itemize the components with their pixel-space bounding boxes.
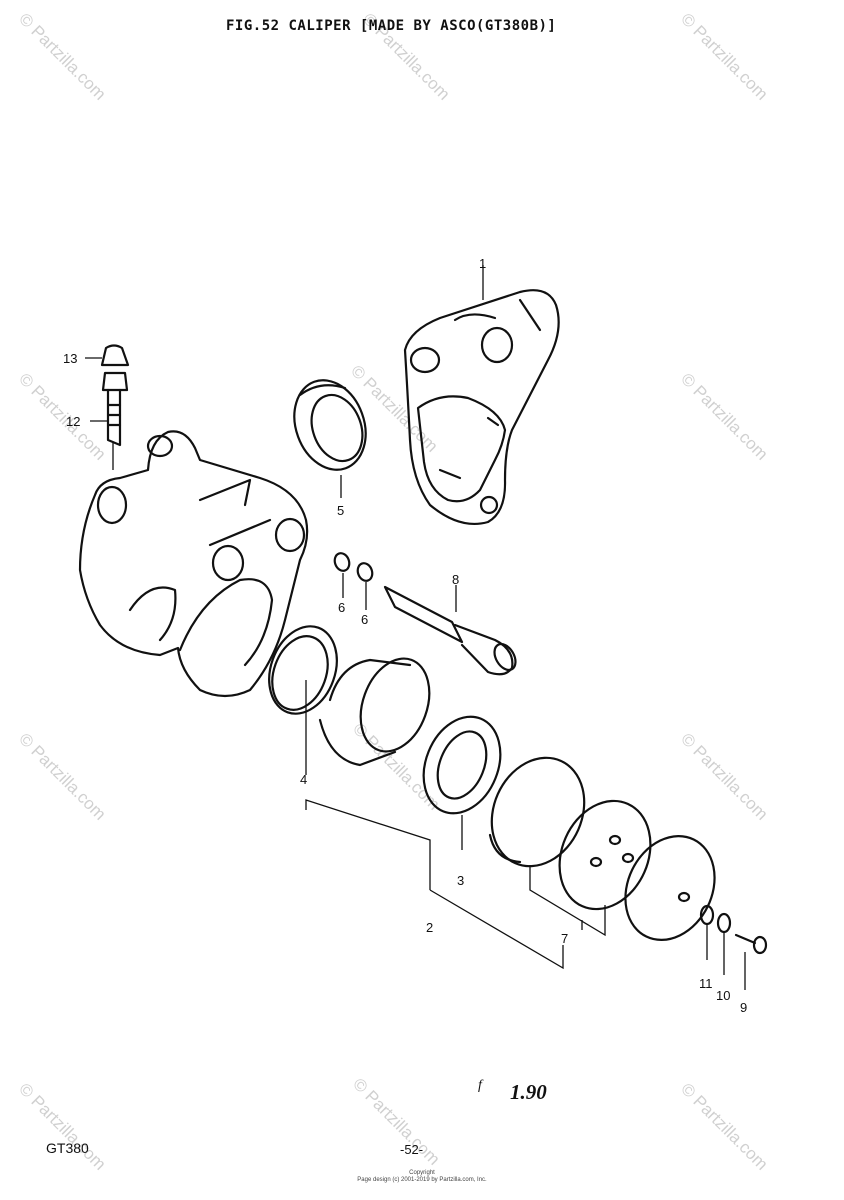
copyright-line-1: Copyright [409,1170,435,1176]
callout-12: 12 [66,414,80,429]
watermark: © Partzilla.com [15,1079,109,1173]
callout-6a: 6 [338,600,345,615]
watermark: © Partzilla.com [15,9,109,103]
revision-date: 1.90 [510,1080,547,1104]
callout-2: 2 [426,920,433,935]
watermark: © Partzilla.com [677,9,771,103]
dust-seal-drawing [422,715,502,815]
callout-6b: 6 [361,612,368,627]
figure-title: FIG.52 CALIPER [MADE BY ASCO(GT380B)] [226,18,557,34]
axle-bolt-drawing [383,585,517,676]
callout-4: 4 [300,772,307,787]
watermark: © Partzilla.com [349,1074,443,1168]
watermark: © Partzilla.com [15,369,109,463]
washer-drawing [716,912,732,934]
copyright-notice: Copyright Page design (c) 2001-2019 by P… [0,1170,844,1184]
watermark: © Partzilla.com [677,729,771,823]
brake-pad-drawing [558,799,652,911]
o-ring-drawing [333,552,351,572]
callout-11: 11 [699,976,713,991]
piston-seal-drawing [268,625,338,715]
pad-shim-drawing [624,834,716,942]
boot-drawing [293,379,367,471]
piston-drawing [318,657,431,767]
callout-10: 10 [716,988,730,1003]
bleeder-valve-drawing [101,371,129,447]
copyright-line-2: Page design (c) 2001-2019 by Partzilla.c… [357,1177,487,1183]
callout-5: 5 [337,503,344,518]
watermark: © Partzilla.com [15,729,109,823]
lock-washer-drawing [699,904,715,926]
callout-13: 13 [63,351,77,366]
o-ring-drawing [356,562,374,582]
callout-7: 7 [561,931,568,946]
callout-8: 8 [452,572,459,587]
callout-9: 9 [740,1000,747,1015]
leader-lines [85,265,746,990]
screw-drawing [734,933,768,955]
callout-3: 3 [457,873,464,888]
model-label: GT380 [46,1140,89,1156]
page-number: -52- [400,1142,424,1157]
caliper-bracket-drawing [403,289,560,526]
watermark: © Partzilla.com [677,369,771,463]
bleeder-cap-drawing [100,344,130,367]
date-mark: f [478,1078,482,1093]
watermark: © Partzilla.com [677,1079,771,1173]
callout-1: 1 [479,256,486,271]
caliper-body-drawing [78,430,309,698]
callout-labels: 1 2 3 4 5 6 6 7 8 9 10 11 12 13 [63,256,747,1015]
brake-pad-drawing [488,756,586,868]
